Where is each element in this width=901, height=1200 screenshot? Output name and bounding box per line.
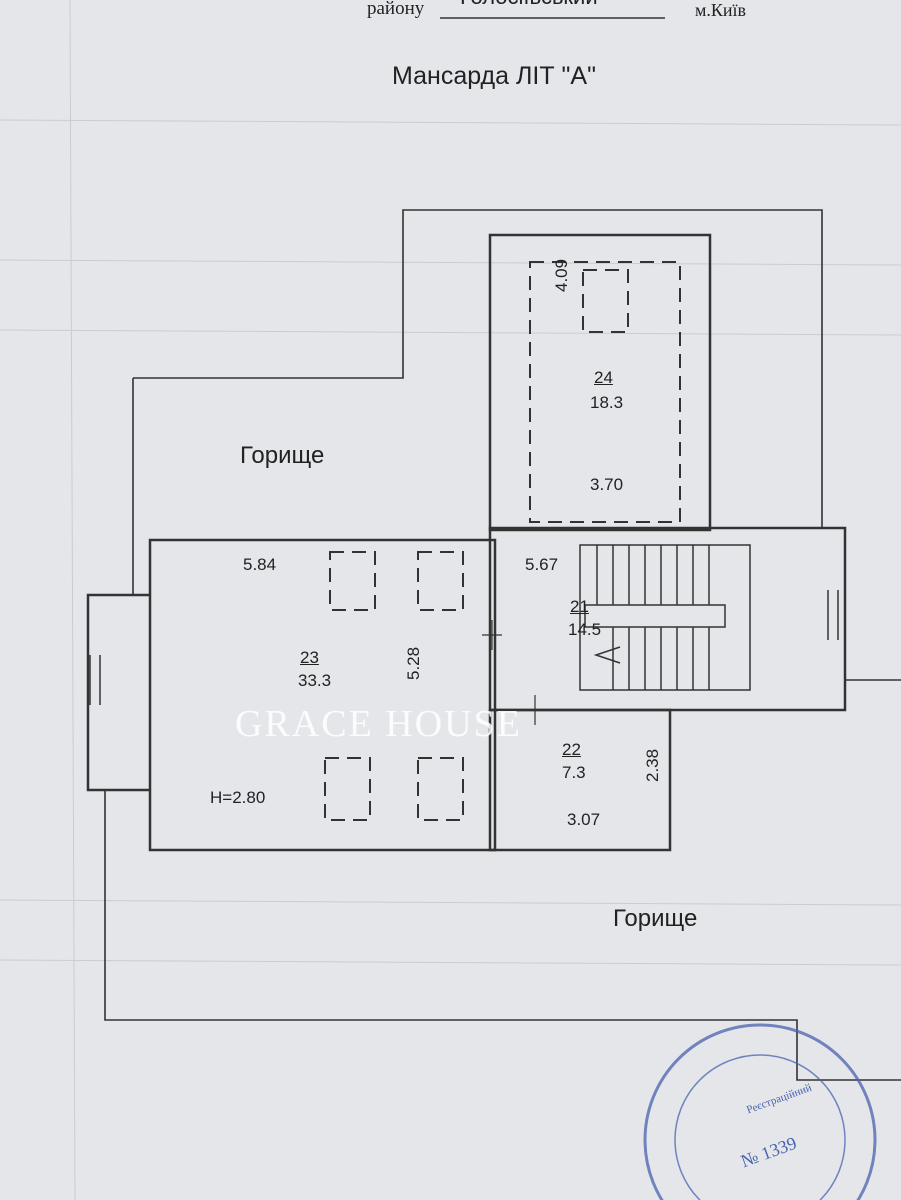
room-23-height: H=2.80 <box>210 788 266 807</box>
skylights <box>324 261 681 821</box>
stairs <box>579 544 751 691</box>
room-22-dim: 3.07 <box>567 810 601 829</box>
room-24-number: 24 <box>594 368 613 387</box>
room-23-dim: 5.84 <box>243 555 277 574</box>
room-22-area: 7.3 <box>562 763 586 782</box>
room-21-area: 14.5 <box>568 620 602 639</box>
page-title: Мансарда ЛІТ "А" <box>392 62 596 90</box>
room-22-dim: 2.38 <box>643 748 662 782</box>
door-markers <box>482 620 536 725</box>
windows <box>89 590 839 705</box>
room-24-dim: 4.09 <box>552 258 571 292</box>
room-23-number: 23 <box>300 648 319 667</box>
outer-walls <box>104 209 901 1081</box>
room-22-walls <box>488 708 672 852</box>
attic-label: Горище <box>613 905 698 932</box>
district-label: району <box>367 0 425 19</box>
room-22-number: 22 <box>562 740 581 759</box>
city-label: м.Київ <box>695 0 747 20</box>
room-23-bay <box>86 593 150 792</box>
room-24-area: 18.3 <box>590 393 624 412</box>
room-21-dim: 5.67 <box>525 555 559 574</box>
district-value: Голосіївський <box>460 0 598 10</box>
room-21-number: 21 <box>570 597 589 616</box>
watermark: GRACE HOUSE <box>235 703 522 745</box>
attic-label: Горище <box>240 442 325 469</box>
interior-walls <box>86 233 847 852</box>
room-23-walls <box>148 538 497 852</box>
room-24-walls <box>488 233 712 532</box>
stamp <box>643 1023 877 1200</box>
room-23-dim: 5.28 <box>404 646 423 680</box>
room-23-area: 33.3 <box>298 671 332 690</box>
room-24-dim: 3.70 <box>590 475 624 494</box>
